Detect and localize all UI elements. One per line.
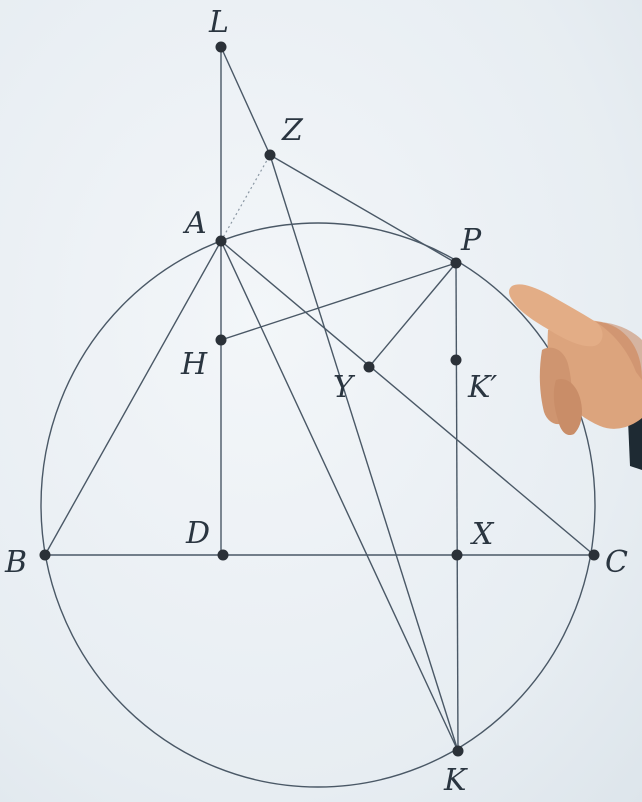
line-zk <box>269 154 459 752</box>
point-b <box>39 549 51 561</box>
label-z: Z <box>281 113 304 148</box>
label-p: P <box>460 223 482 258</box>
label-c: C <box>605 545 628 580</box>
label-y: Y <box>333 370 356 405</box>
label-x: X <box>470 517 495 552</box>
point-z <box>264 149 276 161</box>
point-p <box>450 257 462 269</box>
label-h: H <box>180 347 208 382</box>
point-x <box>451 549 463 561</box>
point-y <box>363 361 375 373</box>
side-ab <box>44 240 222 556</box>
segment-lz <box>220 46 271 156</box>
segment-zp <box>269 154 457 264</box>
point-k <box>452 745 464 757</box>
side-ac <box>220 240 595 556</box>
point-h <box>215 334 227 346</box>
line-pk <box>455 262 459 752</box>
label-l: L <box>208 5 229 40</box>
label-k: K <box>443 763 468 798</box>
point-a <box>215 235 227 247</box>
segment-az-dotted <box>220 154 271 242</box>
segment-hp <box>220 262 457 341</box>
point-c <box>588 549 600 561</box>
segment-ak <box>220 240 459 752</box>
circumcircle <box>40 222 596 788</box>
pointing-hand <box>509 284 642 470</box>
label-b: B <box>4 545 27 580</box>
label-k-prime: K′ <box>467 370 497 405</box>
point-k-prime <box>450 354 462 366</box>
segment-py <box>368 262 457 368</box>
point-l <box>215 41 227 53</box>
label-a: A <box>182 206 207 241</box>
label-d: D <box>185 516 210 551</box>
point-d <box>217 549 229 561</box>
